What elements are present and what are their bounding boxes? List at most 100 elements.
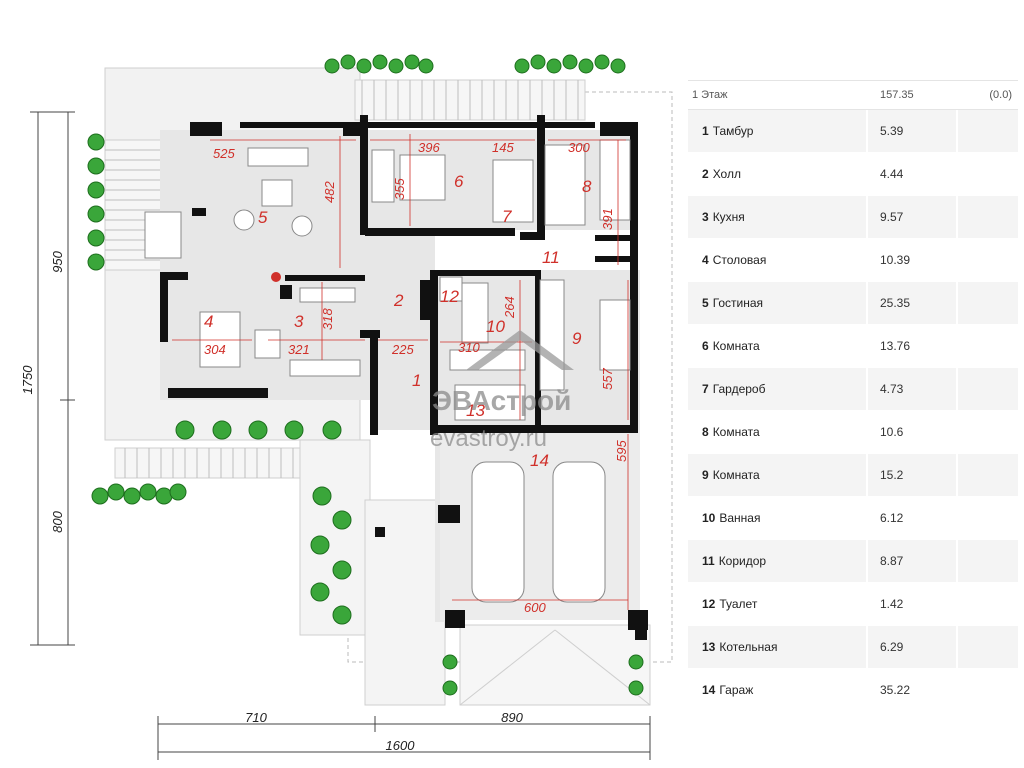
room-number-7: 7 bbox=[502, 207, 512, 226]
empty-cell bbox=[958, 153, 1018, 195]
room-name: Тамбур bbox=[712, 124, 754, 138]
room-area: 5.39 bbox=[868, 110, 956, 152]
empty-cell bbox=[958, 626, 1018, 668]
empty-cell bbox=[958, 325, 1018, 367]
room-name: Гараж bbox=[719, 683, 754, 697]
dim-310: 310 bbox=[458, 340, 480, 355]
house-logo-icon bbox=[466, 330, 574, 370]
dim-890: 890 bbox=[501, 710, 523, 725]
room-number: 7 bbox=[702, 382, 709, 396]
room-number: 11 bbox=[702, 554, 715, 568]
area-table-header: 1 Этаж 157.35 (0.0) bbox=[688, 80, 1018, 110]
inner-dimension-lines bbox=[172, 134, 629, 610]
room-area: 10.6 bbox=[880, 425, 904, 439]
floor-level: (0.0) bbox=[989, 89, 1012, 101]
floor-plan: 950 1750 800 710 890 1600 525 482 396 35… bbox=[20, 54, 673, 760]
watermark-brand: ЭВАстрой bbox=[432, 385, 571, 416]
room-number-5: 5 bbox=[258, 208, 268, 227]
floor-label: 1 Этаж bbox=[692, 89, 728, 101]
dim-950: 950 bbox=[50, 250, 65, 272]
room-number: 10 bbox=[702, 511, 716, 525]
dim-600: 600 bbox=[524, 600, 546, 615]
room-number: 1 bbox=[702, 124, 709, 138]
room-area: 6.12 bbox=[880, 511, 904, 525]
room-number: 12 bbox=[702, 597, 716, 611]
empty-cell bbox=[958, 239, 1018, 281]
room-number-13: 13 bbox=[466, 401, 485, 420]
dim-321: 321 bbox=[288, 342, 310, 357]
room-name: Ванная bbox=[719, 511, 761, 525]
room-area: 1.42 bbox=[880, 597, 904, 611]
dim-145: 145 bbox=[492, 140, 514, 155]
empty-cell bbox=[958, 583, 1018, 625]
empty-cell bbox=[958, 497, 1018, 539]
room-number-3: 3 bbox=[294, 312, 304, 331]
room-name: Столовая bbox=[712, 253, 767, 267]
dim-525: 525 bbox=[213, 146, 235, 161]
dim-557: 557 bbox=[600, 368, 615, 390]
empty-cell bbox=[958, 110, 1018, 152]
room-area: 8.87 bbox=[868, 540, 956, 582]
room-number-1: 1 bbox=[412, 371, 421, 390]
room-area: 35.22 bbox=[880, 683, 911, 697]
room-name: Гардероб bbox=[712, 382, 766, 396]
room-name: Котельная bbox=[719, 640, 778, 654]
room-number-10: 10 bbox=[486, 317, 505, 336]
room-area: 13.76 bbox=[880, 339, 911, 353]
room-number-9: 9 bbox=[572, 329, 582, 348]
room-name: Туалет bbox=[719, 597, 758, 611]
dim-1750: 1750 bbox=[20, 365, 35, 395]
empty-cell bbox=[958, 454, 1018, 496]
dim-1600: 1600 bbox=[386, 738, 416, 753]
watermark-site: evastroy.ru bbox=[430, 425, 547, 452]
room-number-14: 14 bbox=[530, 451, 549, 470]
dim-355: 355 bbox=[392, 178, 407, 200]
dim-264: 264 bbox=[502, 296, 517, 319]
room-name: Комната bbox=[712, 425, 760, 439]
dim-391: 391 bbox=[600, 208, 615, 230]
room-number: 14 bbox=[702, 683, 716, 697]
empty-cell bbox=[958, 540, 1018, 582]
room-number-4: 4 bbox=[204, 312, 213, 331]
watermark: ЭВАстрой evastroy.ru bbox=[430, 330, 574, 452]
room-name: Гостиная bbox=[712, 296, 764, 310]
room-number-6: 6 bbox=[454, 172, 464, 191]
room-number: 3 bbox=[702, 210, 709, 224]
plants bbox=[87, 54, 644, 696]
dim-482: 482 bbox=[322, 181, 337, 203]
room-area: 9.57 bbox=[868, 196, 956, 238]
room-number: 9 bbox=[702, 468, 709, 482]
room-number: 2 bbox=[702, 167, 709, 181]
room-number-2: 2 bbox=[393, 291, 404, 310]
room-area: 4.44 bbox=[880, 167, 904, 181]
room-number-12: 12 bbox=[440, 287, 459, 306]
empty-cell bbox=[958, 411, 1018, 453]
dim-710: 710 bbox=[245, 710, 267, 725]
room-name: Кухня bbox=[712, 210, 745, 224]
dim-396: 396 bbox=[418, 140, 440, 155]
room-area: 10.39 bbox=[880, 253, 911, 267]
total-area: 157.35 bbox=[880, 89, 914, 101]
